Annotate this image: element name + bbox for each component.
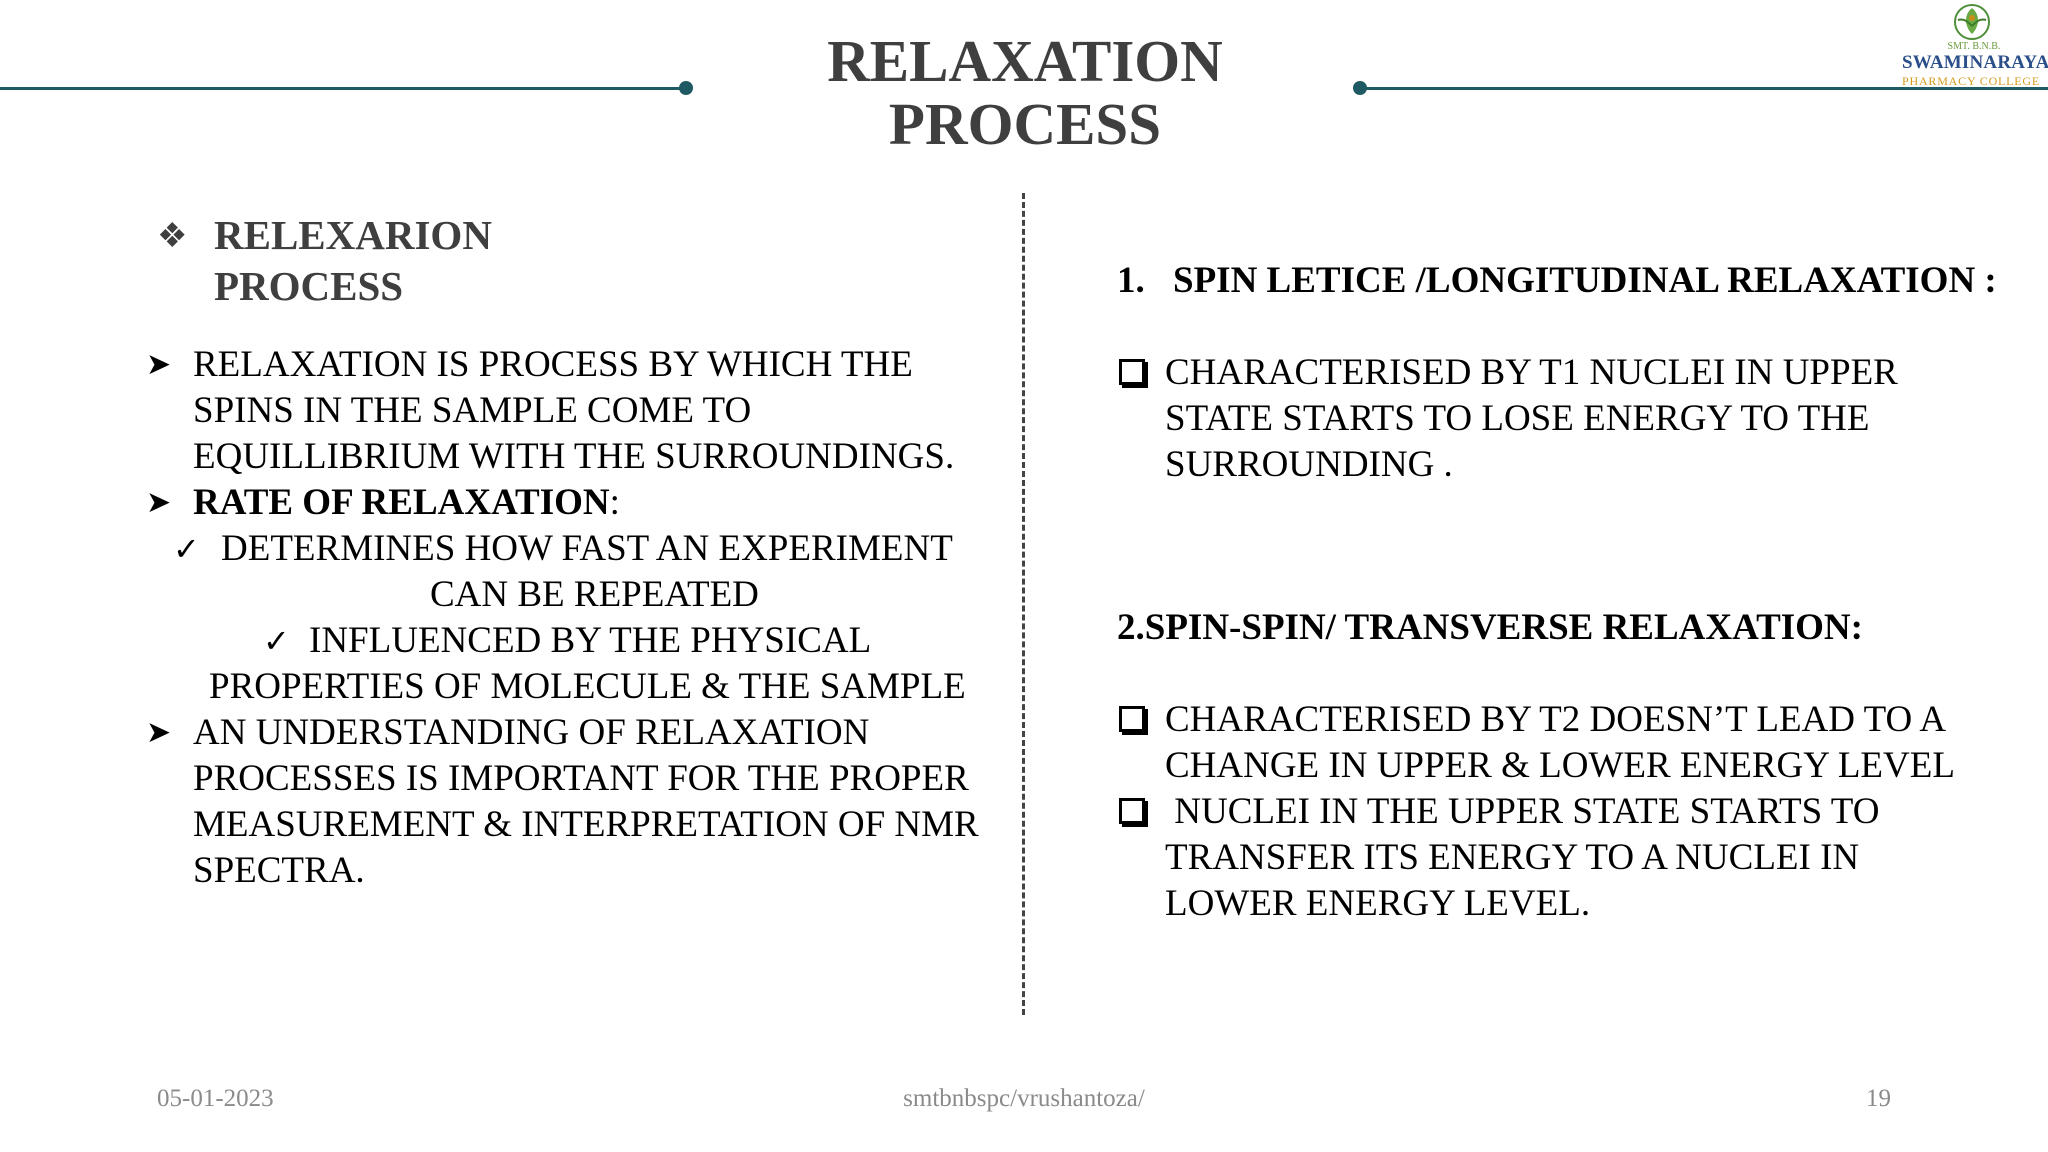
left-text-line: RATE OF RELAXATION: <box>193 480 620 526</box>
right-text-line: LOWER ENERGY LEVEL. <box>1165 883 1591 924</box>
right-heading-1-number: 1. <box>1117 260 1145 301</box>
logo-subtitle: PHARMACY COLLEGE <box>1902 74 2041 88</box>
slide-title-line-1: RELAXATION <box>827 28 1223 94</box>
logo-emblem-icon <box>1954 4 1990 40</box>
arrow-bullet-icon: ➤ <box>146 716 172 749</box>
right-text-line: TRANSFER ITS ENERGY TO A NUCLEI IN <box>1165 837 1860 878</box>
logo-small-text: SMT. B.N.B. <box>1947 41 2001 52</box>
footer-page-number: 19 <box>1866 1085 1891 1112</box>
right-heading-2: 2.SPIN-SPIN/ TRANSVERSE RELAXATION: <box>1117 607 1863 648</box>
left-text-line: PROPERTIES OF MOLECULE & THE SAMPLE <box>209 666 966 707</box>
right-text-line: NUCLEI IN THE UPPER STATE STARTS TO <box>1165 791 1880 832</box>
right-text-line: SURROUNDING . <box>1165 444 1453 485</box>
footer-date: 05-01-2023 <box>157 1085 274 1112</box>
left-text-line: MEASUREMENT & INTERPRETATION OF NMR <box>193 804 979 845</box>
column-divider <box>1022 193 1025 1015</box>
left-text-line: SPINS IN THE SAMPLE COME TO <box>193 390 752 431</box>
left-heading-line-1: RELEXARION <box>214 212 492 258</box>
diamond-bullet-icon: ❖ <box>157 218 188 255</box>
arrow-bullet-icon: ➤ <box>146 486 172 519</box>
left-text-line: AN UNDERSTANDING OF RELAXATION <box>193 712 870 753</box>
checkbox-bullet-icon <box>1119 706 1145 732</box>
left-text-line: DETERMINES HOW FAST AN EXPERIMENT <box>221 528 953 569</box>
college-logo: SMT. B.N.B. SWAMINARAYAN PHARMACY COLLEG… <box>1900 0 2048 92</box>
rate-of-relaxation-label: RATE OF RELAXATION <box>193 482 610 523</box>
left-text-line: CAN BE REPEATED <box>430 574 759 615</box>
left-text-line: RELAXATION IS PROCESS BY WHICH THE <box>193 344 913 385</box>
right-text-line: CHARACTERISED BY T2 DOESN’T LEAD TO A <box>1165 699 1947 740</box>
right-text-line: CHANGE IN UPPER & LOWER ENERGY LEVEL <box>1165 745 1955 786</box>
checkbox-bullet-icon <box>1119 798 1145 824</box>
logo-name: SWAMINARAYAN <box>1902 52 2048 73</box>
arrow-bullet-icon: ➤ <box>146 348 172 381</box>
rate-colon: : <box>609 482 620 523</box>
left-heading: RELEXARION PROCESS <box>214 210 492 312</box>
left-heading-line-2: PROCESS <box>214 263 404 309</box>
slide-title-line-2: PROCESS <box>888 91 1162 157</box>
right-text-line: STATE STARTS TO LOSE ENERGY TO THE <box>1165 398 1870 439</box>
checkbox-bullet-icon <box>1119 359 1145 385</box>
footer-center-text: smtbnbspc/vrushantoza/ <box>903 1085 1145 1112</box>
left-text-line: INFLUENCED BY THE PHYSICAL <box>309 620 872 661</box>
right-heading-1: SPIN LETICE /LONGITUDINAL RELAXATION : <box>1173 260 1997 301</box>
check-icon: ✓ <box>173 531 200 567</box>
left-text-line: EQUILLIBRIUM WITH THE SURROUNDINGS. <box>193 436 955 477</box>
check-icon: ✓ <box>263 623 290 659</box>
header-line-right <box>1360 87 2048 90</box>
slide-title: RELAXATION PROCESS <box>760 30 1290 156</box>
header-dot-left <box>679 81 693 95</box>
left-text-line: PROCESSES IS IMPORTANT FOR THE PROPER <box>193 758 969 799</box>
header-line-left <box>0 87 686 90</box>
right-text-line: CHARACTERISED BY T1 NUCLEI IN UPPER <box>1165 352 1898 393</box>
left-text-line: SPECTRA. <box>193 850 365 891</box>
